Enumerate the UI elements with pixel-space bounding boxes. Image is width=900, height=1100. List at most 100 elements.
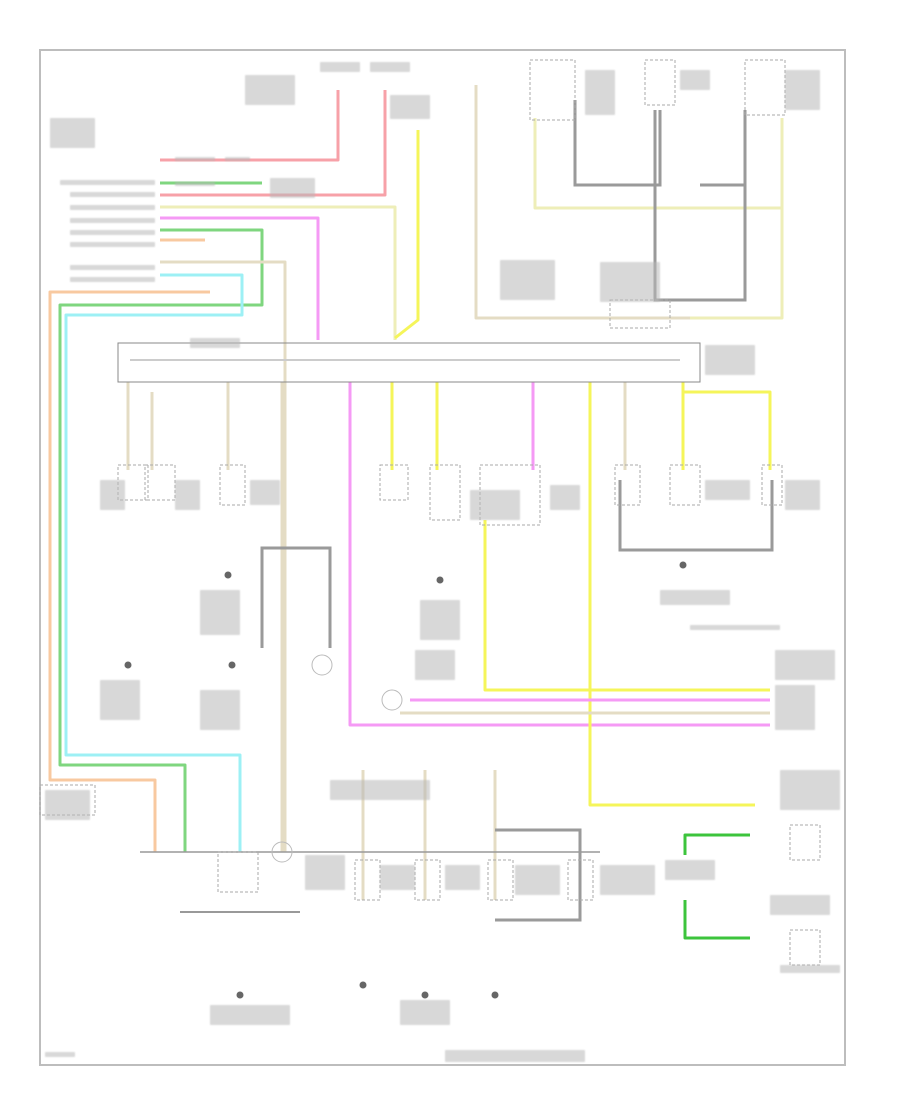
wire-green [58, 228, 264, 852]
label-placeholder [445, 1050, 585, 1062]
label-placeholder [550, 485, 580, 510]
ground-symbol-icon [228, 661, 236, 669]
label-placeholder [600, 865, 655, 895]
wire-gray [573, 100, 662, 187]
label-placeholder [320, 62, 360, 72]
component-box [614, 464, 641, 506]
component-box [744, 59, 786, 116]
label-placeholder [100, 680, 140, 720]
ground-symbol-icon [236, 991, 244, 999]
label-placeholder [770, 895, 830, 915]
label-placeholder [705, 480, 750, 500]
label-placeholder [70, 205, 155, 210]
component-box [354, 859, 381, 901]
label-placeholder [785, 70, 820, 110]
label-placeholder [470, 490, 520, 520]
label-placeholder [680, 70, 710, 90]
bulb-symbol-icon [381, 689, 403, 711]
wire-pink [348, 382, 770, 727]
wire-bright_green [683, 900, 750, 940]
fuse-block [117, 342, 701, 383]
wire-pink [160, 216, 320, 340]
label-placeholder [200, 590, 240, 635]
label-placeholder [775, 650, 835, 680]
wire-orange [48, 290, 210, 852]
label-placeholder [70, 242, 155, 247]
label-placeholder [250, 480, 280, 505]
wires [48, 85, 784, 940]
bulb-symbol-icon [271, 841, 293, 863]
wire-gray [495, 828, 582, 922]
component-box [529, 59, 576, 121]
label-placeholder [585, 70, 615, 115]
component-box [414, 859, 441, 901]
label-placeholder [70, 265, 155, 270]
label-placeholder [500, 260, 555, 300]
component-box [379, 464, 409, 501]
label-placeholder [775, 685, 815, 730]
ground-symbol-icon [359, 981, 367, 989]
label-placeholder [210, 1005, 290, 1025]
wire-gray [653, 110, 747, 302]
label-placeholder [780, 965, 840, 973]
label-placeholder [445, 865, 480, 890]
wire-red [160, 90, 387, 197]
wire-yellow [588, 382, 755, 807]
label-placeholder [400, 1000, 450, 1025]
wire-red [160, 90, 340, 162]
label-placeholder [660, 590, 730, 605]
label-placeholder [305, 855, 345, 890]
label-placeholder [45, 790, 90, 820]
label-placeholder [60, 180, 155, 185]
bulb-symbol-icon [311, 654, 333, 676]
label-placeholder [415, 650, 455, 680]
label-placeholder [225, 157, 250, 161]
label-placeholder [370, 62, 410, 72]
component-box [789, 824, 821, 861]
label-placeholder [100, 480, 125, 510]
ground-symbol-icon [436, 576, 444, 584]
label-placeholder [690, 625, 780, 630]
component-box [789, 929, 821, 966]
label-placeholder [420, 600, 460, 640]
blurred-labels [45, 62, 840, 1062]
label-placeholder [780, 770, 840, 810]
wire-tan [474, 85, 700, 320]
components [39, 59, 821, 999]
component-box [669, 464, 701, 506]
wire-yellow [683, 390, 772, 470]
component-box [567, 859, 594, 901]
label-placeholder [70, 192, 155, 197]
wire-yellow [483, 520, 770, 692]
label-placeholder [785, 480, 820, 510]
ground-symbol-icon [679, 561, 687, 569]
wire-pale_yellow [160, 205, 397, 340]
label-placeholder [175, 182, 215, 186]
ground-symbol-icon [124, 661, 132, 669]
label-placeholder [45, 1052, 75, 1057]
component-box [761, 464, 783, 506]
label-placeholder [330, 780, 430, 800]
ground-symbol-icon [224, 571, 232, 579]
wire-pale_yellow [533, 118, 784, 210]
wire-tan [160, 260, 287, 852]
label-placeholder [390, 95, 430, 119]
wire-gray [260, 546, 332, 648]
label-placeholder [50, 118, 95, 148]
component-box [144, 464, 176, 501]
label-placeholder [380, 865, 415, 890]
wire-bright_green [683, 833, 750, 855]
diagram-frame [39, 49, 846, 1066]
wire-cyan [64, 273, 244, 852]
component-box [644, 59, 676, 106]
component-box [487, 859, 514, 901]
component-box [429, 464, 461, 521]
label-placeholder [705, 345, 755, 375]
label-placeholder [515, 865, 560, 895]
ground-symbol-icon [421, 991, 429, 999]
label-placeholder [245, 75, 295, 105]
wire-yellow [394, 130, 420, 340]
ground-symbol-icon [491, 991, 499, 999]
label-placeholder [270, 178, 315, 198]
